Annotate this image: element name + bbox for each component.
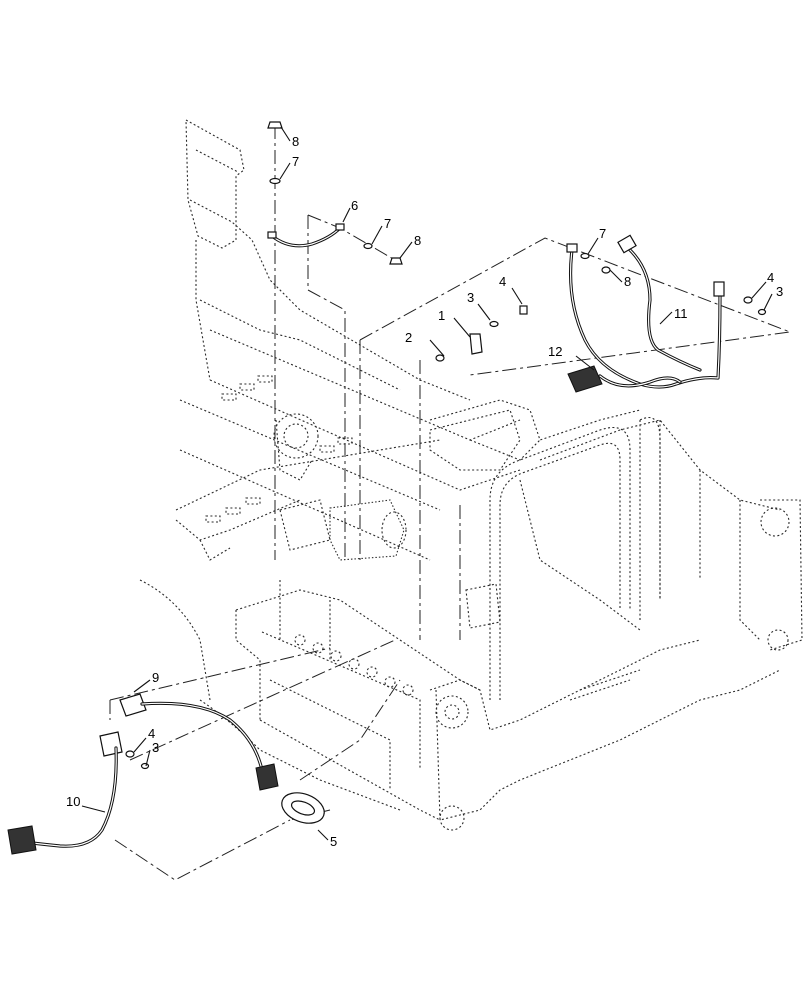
callout-5: 5 <box>330 834 337 849</box>
callout-4-lower: 4 <box>148 726 155 741</box>
washer-7-top[interactable] <box>269 177 281 185</box>
callout-3-lower: 3 <box>152 740 159 755</box>
chassis-frame <box>139 119 803 831</box>
callout-4-right: 4 <box>767 270 774 285</box>
bracket-1[interactable] <box>469 333 483 355</box>
ground-cable-6[interactable] <box>267 223 345 248</box>
nut-8-top[interactable] <box>267 121 283 129</box>
battery-harness-11[interactable] <box>566 234 725 389</box>
callout-8-top: 8 <box>292 134 299 149</box>
washer-3-lower[interactable] <box>140 762 150 770</box>
callout-9: 9 <box>152 670 159 685</box>
washer-7-right[interactable] <box>580 252 590 260</box>
nut-8-right[interactable] <box>601 266 611 274</box>
callout-4-upper: 4 <box>499 274 506 289</box>
washer-7-mid[interactable] <box>363 242 373 250</box>
callout-1: 1 <box>438 308 445 323</box>
harness-9[interactable] <box>119 693 279 791</box>
callout-12: 12 <box>548 344 562 359</box>
callout-3-right: 3 <box>776 284 783 299</box>
callout-8-mid: 8 <box>414 233 421 248</box>
callout-10: 10 <box>66 794 80 809</box>
callout-8-right: 8 <box>624 274 631 289</box>
callout-7-top: 7 <box>292 154 299 169</box>
harness-12[interactable] <box>567 365 682 393</box>
callout-2: 2 <box>405 330 412 345</box>
nut-2[interactable] <box>435 354 445 362</box>
callout-7-mid: 7 <box>384 216 391 231</box>
washer-3-right[interactable] <box>757 308 767 316</box>
nut-4-lower[interactable] <box>125 750 135 758</box>
washer-4-right[interactable] <box>743 296 753 304</box>
assembly-lines <box>109 125 791 881</box>
callout-7-right: 7 <box>599 226 606 241</box>
callout-labels: 8 7 6 7 8 2 1 3 4 7 8 11 12 4 3 9 4 3 10… <box>66 134 783 849</box>
leader-lines <box>81 126 773 841</box>
harness-10[interactable] <box>7 731 123 855</box>
callout-11: 11 <box>674 306 688 321</box>
callout-6: 6 <box>351 198 358 213</box>
nut-8-mid[interactable] <box>389 257 403 265</box>
washer-3-upper[interactable] <box>489 320 499 328</box>
grommet-5[interactable] <box>278 787 329 828</box>
bolt-4-upper[interactable] <box>519 305 528 315</box>
callout-3-upper: 3 <box>467 290 474 305</box>
